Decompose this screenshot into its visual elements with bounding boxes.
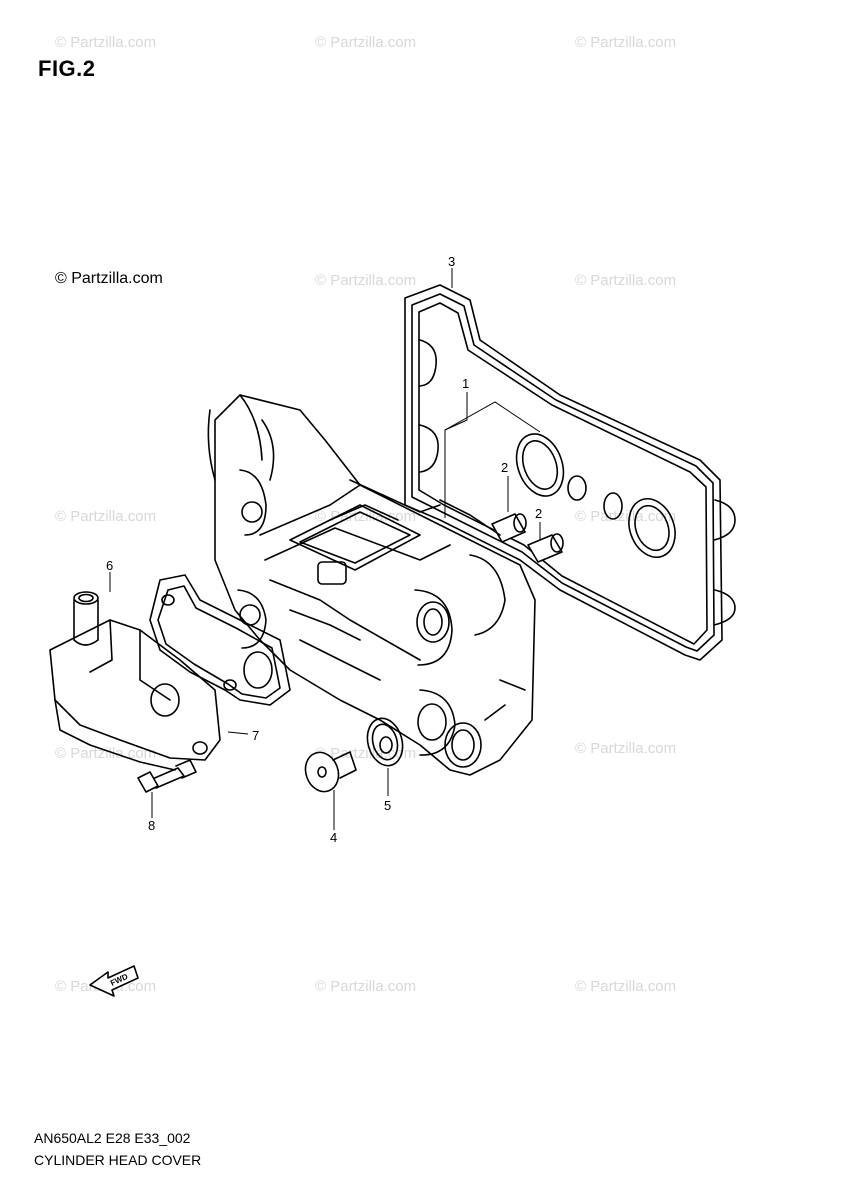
bolt-part-8: [137, 759, 197, 793]
callout-5: 5: [384, 798, 391, 813]
watermark: © Partzilla.com: [315, 34, 417, 51]
watermark: © Partzilla.com: [315, 978, 417, 995]
callout-4: 4: [330, 830, 337, 845]
diagram-code: AN650AL2 E28 E33_002: [34, 1130, 191, 1146]
callout-3: 3: [448, 254, 455, 269]
watermark: © Partzilla.com: [55, 508, 157, 525]
gasket-part-3: [404, 284, 736, 661]
leader-lines: [109, 268, 541, 830]
watermark: © Partzilla.com: [315, 272, 417, 289]
watermark: © Partzilla.com: [575, 740, 677, 757]
watermark: © Partzilla.com: [575, 978, 677, 995]
diagram-name: CYLINDER HEAD COVER: [34, 1152, 202, 1168]
part-1-indicator: [444, 392, 541, 518]
copyright-notice: © Partzilla.com: [55, 270, 163, 287]
gasket-part-7: [149, 574, 291, 706]
watermark: © Partzilla.com: [575, 508, 677, 525]
callout-7: 7: [252, 728, 259, 743]
forward-direction-arrow: FWD: [89, 965, 139, 997]
watermark: © Partzilla.com: [575, 272, 677, 289]
cylinder-head-cover: [207, 394, 536, 776]
breather-cover-part-6: [49, 591, 221, 771]
callout-6: 6: [106, 558, 113, 573]
watermark: © Partzilla.com: [575, 34, 677, 51]
watermark: © Partzilla.com: [55, 34, 157, 51]
bolt-part-4: [304, 751, 357, 793]
callout-8: 8: [148, 818, 155, 833]
watermark: © Partzilla.com: [55, 745, 157, 762]
callout-2: 2: [535, 506, 542, 521]
callout-1: 1: [462, 376, 469, 391]
figure-title: FIG.2: [38, 56, 96, 81]
callout-2: 2: [501, 460, 508, 475]
grommet-part-5: [366, 717, 404, 767]
